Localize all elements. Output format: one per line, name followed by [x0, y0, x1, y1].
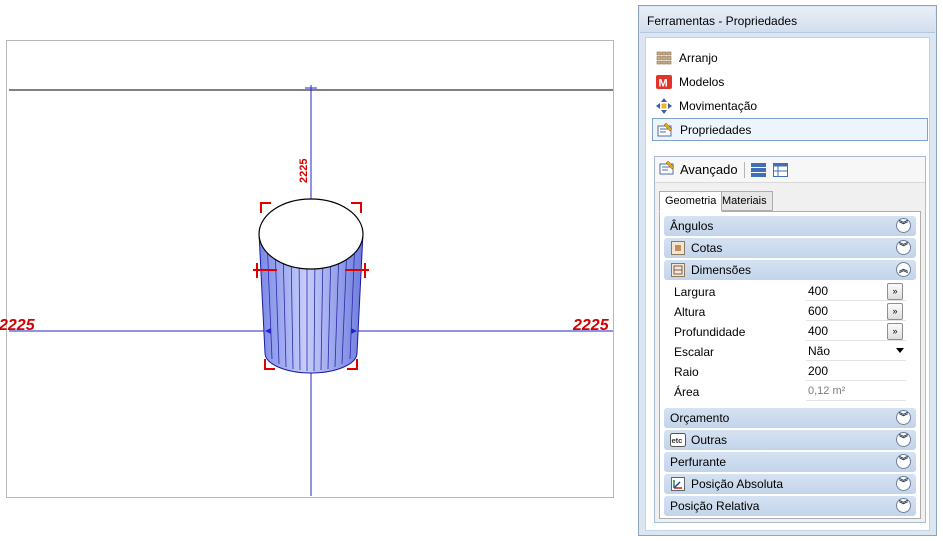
raio-field[interactable]: 200 [806, 362, 906, 381]
group-dimensoes[interactable]: Dimensões ︽ [664, 260, 916, 280]
area-value: 0,12 m² [806, 382, 906, 401]
properties-icon [659, 160, 675, 178]
nav-item-movimentacao[interactable]: Movimentação [652, 94, 928, 117]
group-label: Cotas [691, 241, 723, 255]
property-row-area: Área 0,12 m² [674, 382, 908, 402]
grid-icon [656, 50, 672, 66]
largura-more-button[interactable]: » [887, 283, 903, 300]
property-row-altura: Altura 600 » [674, 302, 908, 322]
dimension-vertical-label: 2225 [298, 159, 310, 183]
cylinder-top-face [258, 198, 364, 270]
svg-text:etc: etc [672, 436, 683, 445]
profundidade-field[interactable]: 400 [806, 322, 906, 341]
nav-label: Propriedades [680, 122, 752, 137]
property-row-largura: Largura 400 » [674, 282, 908, 302]
chevron-down-icon[interactable]: ︾ [896, 410, 911, 425]
models-icon: M [656, 74, 672, 90]
group-label: Ângulos [670, 219, 714, 233]
properties-icon [657, 122, 673, 138]
advanced-section: Avançado Geometria Materiais Ângulos ︾ [654, 156, 926, 523]
altura-field[interactable]: 600 [806, 302, 906, 321]
property-label: Largura [674, 285, 716, 299]
nav-label: Movimentação [679, 98, 758, 113]
nav-item-modelos[interactable]: M Modelos [652, 70, 928, 93]
move-icon [656, 97, 672, 114]
size-icon [670, 263, 686, 278]
group-label: Posição Relativa [670, 499, 760, 513]
chevron-down-icon[interactable]: ︾ [896, 218, 911, 233]
group-posicao-absoluta[interactable]: Posição Absoluta ︾ [664, 474, 916, 494]
altura-more-button[interactable]: » [887, 303, 903, 320]
categorized-view-icon[interactable] [750, 162, 767, 177]
nav-label: Arranjo [679, 50, 718, 65]
property-label: Raio [674, 365, 699, 379]
chevron-up-icon[interactable]: ︽ [896, 262, 911, 277]
group-label: Posição Absoluta [691, 477, 784, 491]
property-label: Profundidade [674, 325, 746, 339]
tab-materiais[interactable]: Materiais [716, 191, 773, 211]
group-perfurante[interactable]: Perfurante ︾ [664, 452, 916, 472]
property-label: Área [674, 385, 700, 399]
selection-brackets [253, 202, 369, 370]
position-icon [670, 477, 686, 492]
group-label: Outras [691, 433, 728, 447]
group-orcamento[interactable]: Orçamento ︾ [664, 408, 916, 428]
property-row-raio: Raio 200 [674, 362, 908, 382]
3d-viewport[interactable]: 2225 2225 2225 [0, 40, 614, 498]
chevron-down-icon[interactable]: ︾ [896, 432, 911, 447]
property-label: Altura [674, 305, 706, 319]
property-row-profundidade: Profundidade 400 » [674, 322, 908, 342]
dimension-right-label: 2225 [572, 317, 610, 334]
chevron-down-icon[interactable]: ︾ [896, 476, 911, 491]
property-row-escalar: Escalar Não [674, 342, 908, 362]
tab-geometria[interactable]: Geometria [659, 191, 723, 212]
chevron-down-icon[interactable]: ︾ [896, 498, 911, 513]
property-label: Escalar [674, 345, 715, 359]
group-outras[interactable]: etc Outras ︾ [664, 430, 916, 450]
group-label: Perfurante [670, 455, 727, 469]
nav-label: Modelos [679, 74, 725, 89]
escalar-select[interactable]: Não [806, 342, 906, 361]
group-label: Dimensões [691, 263, 752, 277]
scene: 2225 2225 2225 [0, 85, 613, 496]
group-label: Orçamento [670, 411, 730, 425]
nav-item-propriedades[interactable]: Propriedades [652, 118, 928, 141]
advanced-label[interactable]: Avançado [680, 162, 738, 177]
tools-properties-panel: Ferramentas - Propriedades Arranjo M Mod… [638, 5, 937, 536]
geometry-tab-content: Ângulos ︾ Cotas ︾ Dime [659, 211, 921, 519]
dimension-left-label: 2225 [0, 317, 36, 334]
dropdown-arrow-icon[interactable] [896, 348, 904, 353]
group-cotas[interactable]: Cotas ︾ [664, 238, 916, 258]
largura-field[interactable]: 400 [806, 282, 906, 301]
svg-text:M: M [659, 77, 668, 89]
etc-icon: etc [670, 433, 686, 448]
group-posicao-relativa[interactable]: Posição Relativa ︾ [664, 496, 916, 516]
nav-item-arranjo[interactable]: Arranjo [652, 46, 928, 69]
profundidade-more-button[interactable]: » [887, 323, 903, 340]
advanced-toolbar: Avançado [655, 157, 925, 183]
panel-title: Ferramentas - Propriedades [640, 7, 935, 33]
panel-body: Arranjo M Modelos Movimentação [645, 37, 930, 531]
table-view-icon[interactable] [772, 162, 789, 177]
chevron-down-icon[interactable]: ︾ [896, 454, 911, 469]
cylinder[interactable] [258, 198, 364, 374]
group-angulos[interactable]: Ângulos ︾ [664, 216, 916, 236]
chevron-down-icon[interactable]: ︾ [896, 240, 911, 255]
dimension-icon [670, 241, 686, 256]
